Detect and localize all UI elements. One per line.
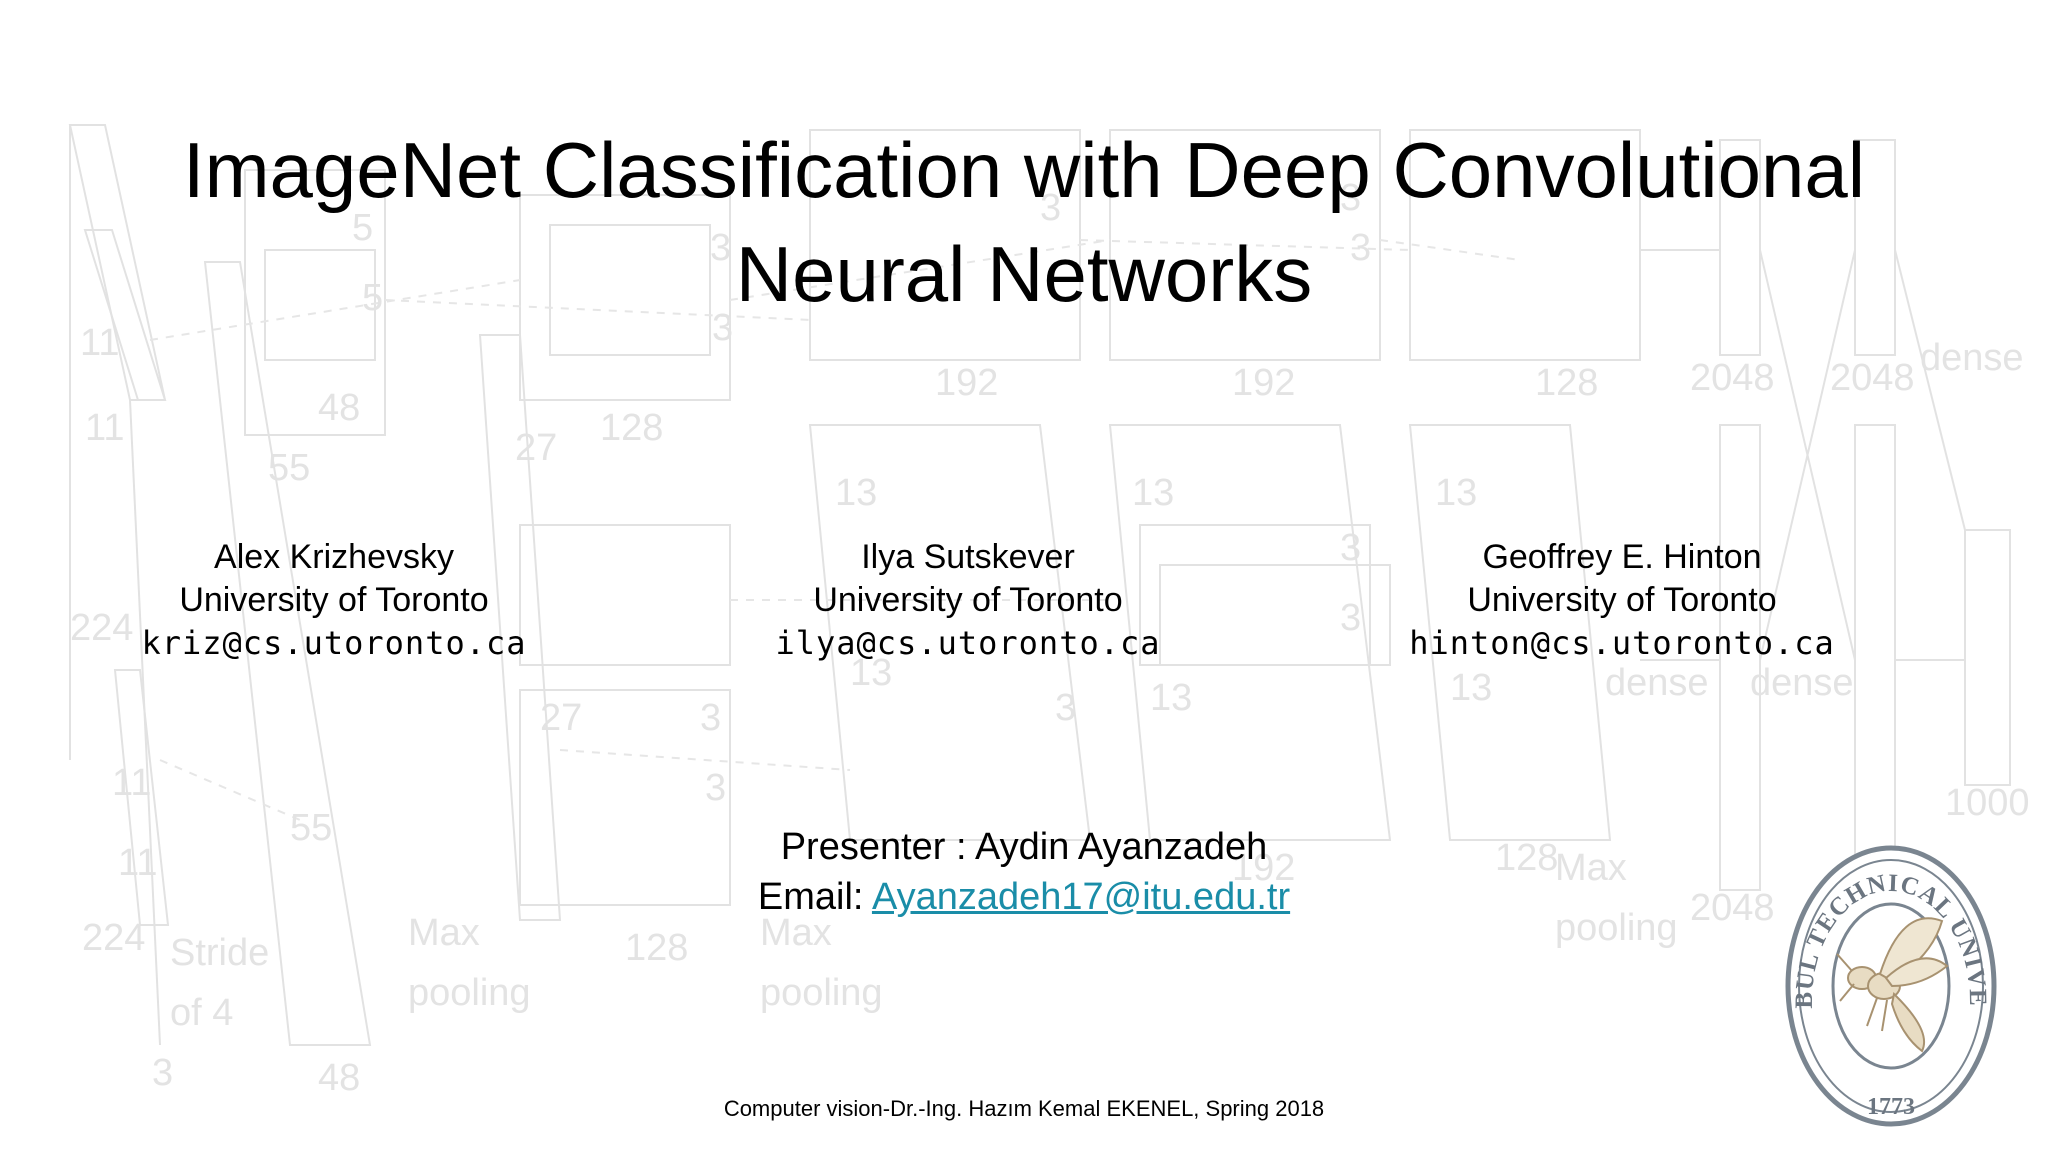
- diagram-label: 13: [850, 652, 892, 694]
- slide-title: ImageNet Classification with Deep Convol…: [0, 118, 2048, 326]
- diagram-shape: [1854, 139, 1896, 356]
- diagram-shape: [808, 424, 1092, 841]
- diagram-label: 27: [540, 697, 582, 739]
- diagram-label: 192: [1232, 362, 1295, 404]
- diagram-label: 11: [112, 762, 151, 804]
- diagram-label: 3: [1350, 227, 1371, 269]
- diagram-label: 3: [700, 697, 721, 739]
- diagram-label: 55: [268, 447, 310, 489]
- diagram-shape: [519, 689, 731, 906]
- diagram-label: 13: [1450, 667, 1492, 709]
- diagram-label: 3: [705, 767, 726, 809]
- diagram-label: dense: [1605, 662, 1709, 704]
- diagram-label: 128: [1495, 837, 1558, 879]
- author-email: hinton@cs.utoronto.ca: [1409, 624, 1835, 662]
- title-line-2: Neural Networks: [735, 230, 1313, 318]
- diagram-label: 11: [118, 842, 157, 884]
- diagram-label: 1000: [1945, 782, 2030, 824]
- diagram-label: 55: [290, 807, 332, 849]
- diagram-shape: [1964, 529, 2011, 786]
- author-affiliation: University of Toronto: [1467, 581, 1777, 619]
- diagram-shape: [203, 261, 372, 1046]
- author-block-2: Ilya Sutskever University of Toronto ily…: [708, 536, 1228, 665]
- author-name: Ilya Sutskever: [861, 538, 1075, 576]
- author-name: Alex Krizhevsky: [214, 538, 454, 576]
- author-name: Geoffrey E. Hinton: [1482, 538, 1762, 576]
- diagram-shape: [1109, 129, 1381, 361]
- diagram-label: 3: [710, 227, 731, 269]
- diagram-label: 13: [835, 472, 877, 514]
- diagram-label: 128: [600, 407, 663, 449]
- author-affiliation: University of Toronto: [813, 581, 1123, 619]
- diagram-shape: [478, 334, 562, 921]
- diagram-label: 11: [85, 407, 124, 449]
- diagram-label: 3: [1055, 687, 1076, 729]
- diagram-label: Max: [760, 912, 832, 954]
- diagram-label: Max: [408, 912, 480, 954]
- presenter-email-line: Email: Ayanzadeh17@itu.edu.tr: [0, 872, 2048, 922]
- diagram-label: 2048: [1690, 357, 1775, 399]
- diagram-label: Stride: [170, 932, 269, 974]
- diagram-shape: [1159, 564, 1391, 666]
- diagram-shape: [264, 249, 376, 361]
- diagram-label: 3: [152, 1052, 173, 1094]
- title-line-1: ImageNet Classification with Deep Convol…: [182, 126, 1866, 214]
- diagram-label: 3: [1040, 187, 1061, 229]
- diagram-shape: [1108, 424, 1392, 841]
- diagram-label: 3: [1340, 527, 1361, 569]
- diagram-label: 2048: [1830, 357, 1915, 399]
- presenter-name: Presenter : Aydin Ayanzadeh: [780, 826, 1268, 868]
- presenter-block: Presenter : Aydin Ayanzadeh Email: Ayanz…: [0, 822, 2048, 922]
- diagram-label: pooling: [408, 972, 531, 1014]
- diagram-label: 13: [1435, 472, 1477, 514]
- diagram-label: 3: [712, 307, 733, 349]
- university-seal-logo: ISTANBUL TECHNICAL UNIVERSITY 1773: [1782, 836, 1997, 1127]
- diagram-shape: [1719, 139, 1761, 356]
- presenter-email-label: Email:: [757, 876, 872, 918]
- diagram-label: 224: [82, 917, 145, 959]
- seal-year: 1773: [1867, 1094, 1915, 1120]
- author-affiliation: University of Toronto: [179, 581, 489, 619]
- diagram-label: 3: [1340, 177, 1361, 219]
- author-email: kriz@cs.utoronto.ca: [141, 624, 527, 662]
- diagram-label: 11: [80, 322, 119, 364]
- diagram-shape: [549, 224, 711, 356]
- diagram-label: 192: [1232, 847, 1295, 889]
- diagram-label: of 4: [170, 992, 233, 1034]
- diagram-shape: [113, 669, 170, 926]
- author-block-3: Geoffrey E. Hinton University of Toronto…: [1362, 536, 1882, 665]
- diagram-label: 48: [318, 387, 360, 429]
- diagram-shape: [1408, 424, 1612, 841]
- diagram-label: 13: [1132, 472, 1174, 514]
- diagram-shape: [1409, 129, 1641, 361]
- bee-icon: [1836, 917, 1949, 1053]
- author-email: ilya@cs.utoronto.ca: [775, 624, 1161, 662]
- diagram-label: 5: [362, 277, 383, 319]
- diagram-label: 192: [935, 362, 998, 404]
- slide-footer: Computer vision-Dr.-Ing. Hazım Kemal EKE…: [723, 1096, 1325, 1121]
- diagram-label: 128: [1535, 362, 1598, 404]
- diagram-label: 5: [352, 207, 373, 249]
- diagram-label: 128: [625, 927, 688, 969]
- diagram-shape: [809, 129, 1081, 361]
- diagram-label: 27: [515, 427, 557, 469]
- diagram-label: 3: [1340, 597, 1361, 639]
- diagram-label: 224: [70, 607, 133, 649]
- diagram-shape: [519, 194, 731, 401]
- diagram-label: 13: [1150, 677, 1192, 719]
- diagram-label: Max: [1555, 847, 1627, 889]
- presenter-email-link[interactable]: Ayanzadeh17@itu.edu.tr: [871, 876, 1291, 918]
- diagram-shape: [83, 229, 167, 401]
- diagram-shape: [519, 524, 731, 666]
- diagram-label: dense: [1920, 337, 2024, 379]
- diagram-label: pooling: [760, 972, 883, 1014]
- diagram-label: dense: [1750, 662, 1854, 704]
- author-block-1: Alex Krizhevsky University of Toronto kr…: [74, 536, 594, 665]
- diagram-label: 48: [318, 1057, 360, 1099]
- diagram-label: pooling: [1555, 907, 1678, 949]
- diagram-shape: [244, 169, 386, 436]
- diagram-label: 2048: [1690, 887, 1775, 929]
